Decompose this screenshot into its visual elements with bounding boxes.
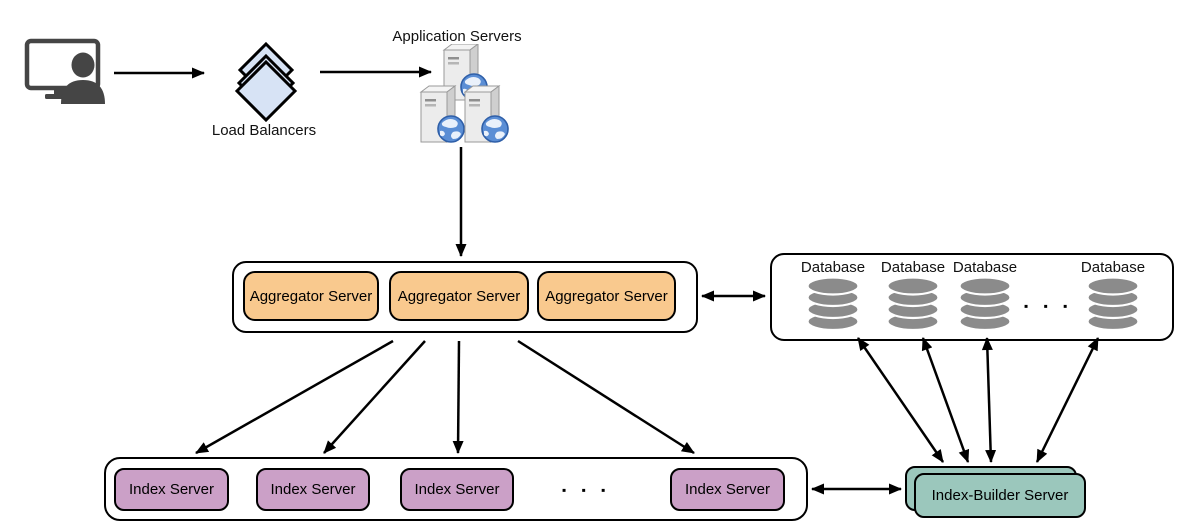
- database-label: Database: [952, 259, 1018, 276]
- index-server-box: Index Server: [256, 468, 370, 511]
- aggregator-server-box: Aggregator Server: [243, 271, 379, 321]
- load-balancers-icon: [234, 42, 298, 122]
- index-server-box: Index Server: [670, 468, 785, 511]
- index-server-ellipsis: ▪ ▪ ▪: [562, 483, 607, 497]
- aggregator-server-label: Aggregator Server: [397, 287, 521, 305]
- database-label: Database: [880, 259, 946, 276]
- index-builder-server-label: Index-Builder Server: [931, 487, 1069, 504]
- database-icon: [958, 277, 1012, 331]
- index-server-label: Index Server: [128, 481, 215, 498]
- application-servers-icon: [420, 44, 509, 143]
- aggregator-server-label: Aggregator Server: [249, 287, 373, 305]
- index-server-label: Index Server: [684, 481, 771, 498]
- load-balancers-label: Load Balancers: [211, 122, 317, 139]
- index-server-box: Index Server: [114, 468, 229, 511]
- database-ellipsis: ▪ ▪ ▪: [1024, 299, 1069, 313]
- database-icon: [1086, 277, 1140, 331]
- aggregator-server-box: Aggregator Server: [537, 271, 676, 321]
- index-server-box: Index Server: [400, 468, 514, 511]
- user-at-computer-icon: [24, 38, 105, 104]
- index-server-label: Index Server: [270, 481, 356, 498]
- aggregator-server-box: Aggregator Server: [389, 271, 529, 321]
- database-label: Database: [1080, 259, 1146, 276]
- index-server-label: Index Server: [414, 481, 500, 498]
- database-label: Database: [800, 259, 866, 276]
- aggregator-server-label: Aggregator Server: [545, 287, 668, 305]
- application-servers-label: Application Servers: [392, 28, 522, 45]
- database-icon: [806, 277, 860, 331]
- index-builder-server-box: Index-Builder Server: [914, 473, 1086, 518]
- database-icon: [886, 277, 940, 331]
